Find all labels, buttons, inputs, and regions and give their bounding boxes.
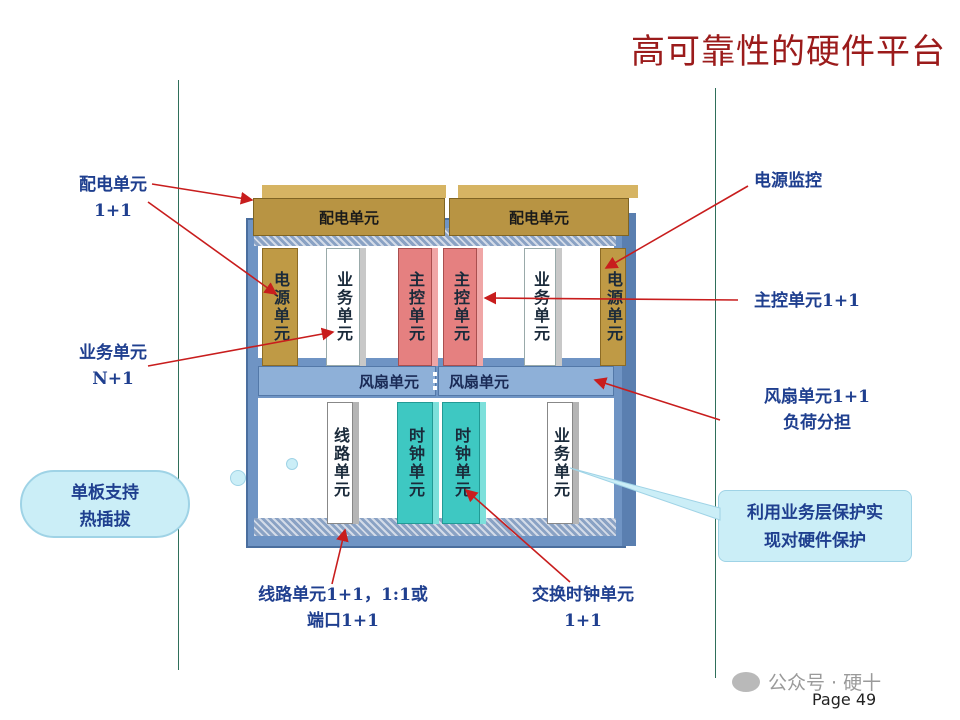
- cloud-note-line: 单板支持: [71, 483, 139, 503]
- label-power-monitor: 电源监控: [754, 171, 822, 191]
- page-number: Page 49: [812, 690, 877, 709]
- label-line-unit: 线路单元1+1，1:1或端口1+1: [258, 585, 428, 631]
- arrow-to-power-unit: [147, 201, 278, 295]
- slot-service-unit: 业务单元: [326, 248, 360, 366]
- wechat-watermark: 公众号 · 硬十: [732, 668, 881, 695]
- wechat-icon: [732, 672, 760, 692]
- fan-unit: 风扇单元: [258, 366, 436, 396]
- cloud-bubble: [286, 458, 298, 470]
- left-divider: [178, 80, 179, 670]
- arrow-to-fan-unit: [593, 377, 721, 421]
- unit-top-face: [458, 185, 638, 198]
- cloud-note-line: 热插拔: [79, 510, 131, 530]
- slot-service-unit: 业务单元: [547, 402, 573, 524]
- unit-top-face: [262, 185, 446, 198]
- arrow-to-main-control: [483, 291, 739, 305]
- arrow-to-clock-unit: [464, 488, 571, 583]
- arrow-to-power-distribution: [151, 183, 254, 205]
- cloud-bubble: [230, 470, 246, 486]
- fan-divider: [433, 372, 437, 392]
- slot-main-control-unit: 主控单元: [443, 248, 477, 366]
- arrow-to-line-unit: [331, 528, 349, 585]
- arrow-to-service-unit: [147, 327, 335, 367]
- power-distribution-unit: 配电单元: [449, 198, 629, 236]
- right-divider: [715, 88, 716, 678]
- slot-service-unit: 业务单元: [524, 248, 556, 366]
- power-distribution-unit: 配电单元: [253, 198, 445, 236]
- hot-swap-cloud-note: 单板支持 热插拔: [20, 470, 190, 538]
- fan-unit: 风扇单元: [438, 366, 614, 396]
- callout-note-line: 现对硬件保护: [764, 531, 866, 551]
- service-protection-callout: 利用业务层保护实 现对硬件保护: [718, 490, 912, 562]
- page-title: 高可靠性的硬件平台: [631, 32, 946, 72]
- label-main-control: 主控单元1+1: [754, 291, 860, 311]
- slot-clock-unit: 时钟单元: [397, 402, 433, 524]
- arrow-to-power-monitor: [604, 185, 749, 269]
- watermark-text: 公众号 · 硬十: [768, 672, 882, 694]
- callout-pointer: [569, 467, 721, 521]
- callout-note-line: 利用业务层保护实: [747, 503, 883, 523]
- slot-clock-unit: 时钟单元: [442, 402, 480, 524]
- slot-line-unit: 线路单元: [327, 402, 353, 524]
- slot-main-control-unit: 主控单元: [398, 248, 432, 366]
